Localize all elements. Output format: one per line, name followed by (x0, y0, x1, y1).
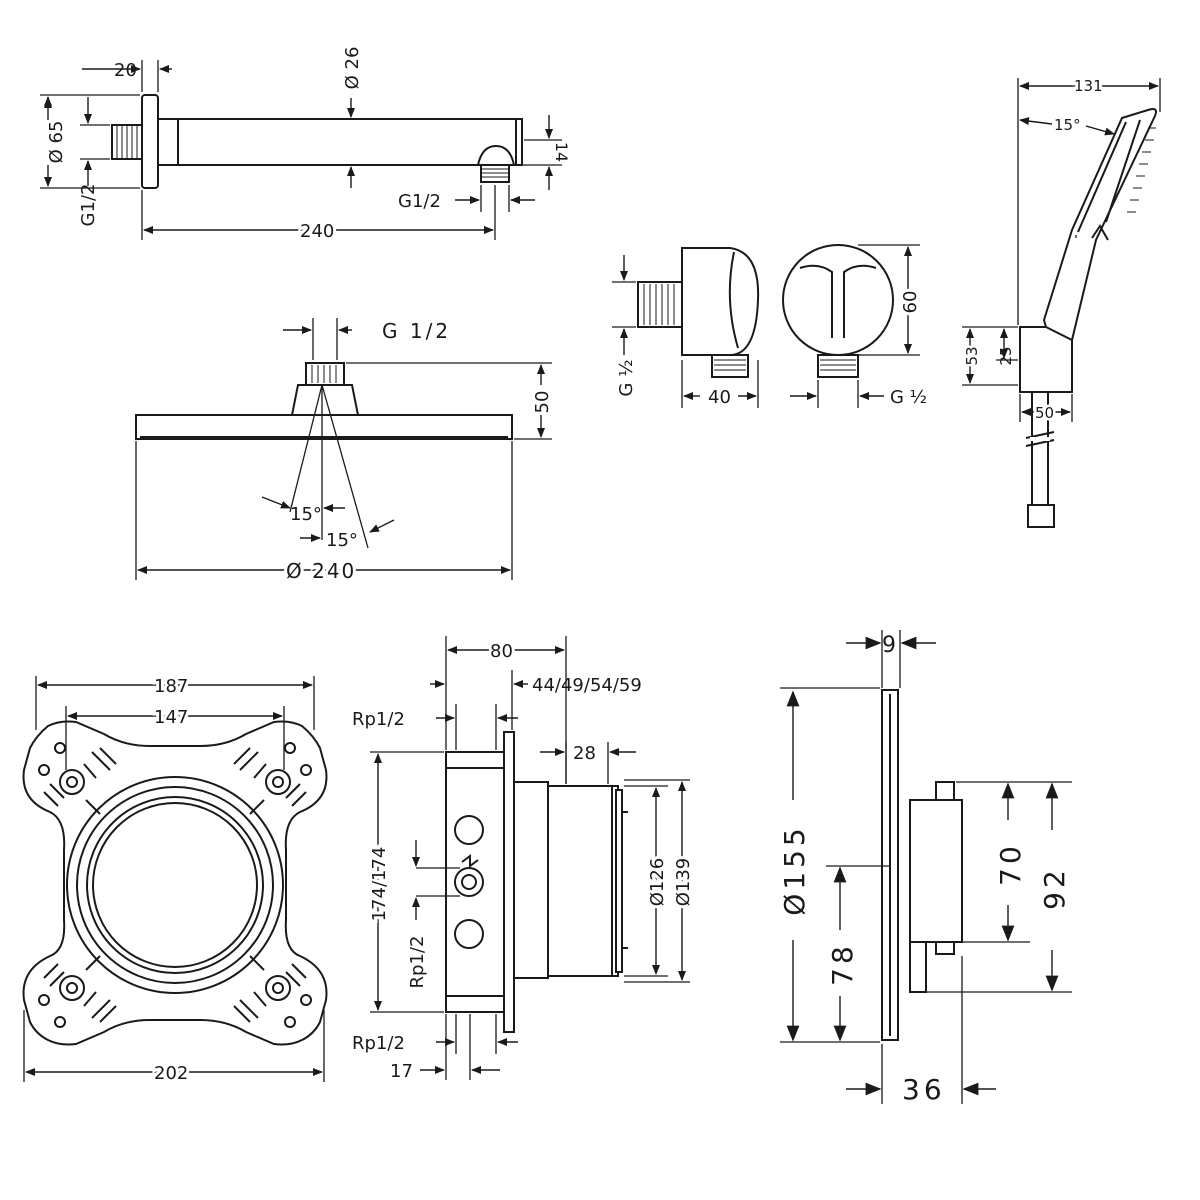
overhead-shower-view: G 1/2 50 15° 15° Ø 240 (135, 318, 553, 586)
wall-outlet-front-thread-label: G ½ (890, 387, 927, 408)
trim-view: 9 Ø155 78 70 92 36 (778, 630, 1072, 1106)
overhead-diameter-label: Ø 240 (286, 559, 356, 583)
wall-outlet-height-label: 60 (900, 291, 921, 314)
trim-half-height-label: 78 (826, 942, 859, 986)
arm-outlet-thread-label: G1/2 (398, 191, 441, 212)
overhead-height-label: 50 (532, 391, 553, 414)
plate-hole-spacing-label: 147 (154, 707, 188, 728)
basic-set-top-connection-label: Rp1/2 (352, 709, 405, 730)
plate-inner-width-label: 187 (154, 676, 188, 697)
basic-set-inner-diameter-label: Ø126 (647, 858, 668, 907)
basic-set-installation-depths-label: 44/49/54/59 (532, 675, 642, 696)
hand-shower-view: 131 15° 53 25 50 (961, 74, 1161, 528)
trim-projection-label: 36 (902, 1073, 946, 1106)
trim-diameter-label: Ø155 (778, 824, 811, 915)
basic-set-bottom-connection-label: Rp1/2 (352, 1033, 405, 1054)
wall-outlet-side-thread-label: G ½ (616, 359, 637, 396)
hand-shower-length-label: 131 (1074, 77, 1103, 95)
shower-arm-view: 20 Ø 65 G1/2 Ø 26 14 G1/2 240 (40, 47, 571, 245)
mounting-plate-view: 187 147 202 (22, 673, 328, 1087)
basic-set-bottom-offset-label: 17 (390, 1061, 413, 1082)
basic-set-height-label: 174/174 (369, 847, 390, 922)
overhead-connection-thread-label: G 1/2 (382, 319, 451, 343)
hand-shower-angle-label: 15° (1054, 116, 1081, 134)
plate-outer-width-label: 202 (154, 1063, 188, 1084)
arm-length-label: 240 (300, 221, 334, 242)
wall-outlet-view: G ½ 40 60 G ½ (612, 244, 927, 408)
overhead-tilt-angle-1-label: 15° (290, 504, 322, 525)
hand-shower-holder-height-label: 53 (963, 346, 981, 365)
basic-set-outer-diameter-label: Ø139 (673, 858, 694, 907)
arm-flange-width-label: 20 (114, 60, 137, 81)
basic-set-view: 80 44/49/54/59 Rp1/2 174/174 Rp1/2 28 Ø1… (352, 636, 697, 1082)
arm-tube-diameter-label: Ø 26 (342, 47, 363, 90)
trim-total-height-label: 92 (1038, 866, 1071, 910)
basic-set-sleeve-length-label: 28 (573, 743, 596, 764)
trim-plate-thickness-label: 9 (882, 633, 898, 658)
arm-flange-diameter-label: Ø 65 (46, 121, 67, 164)
overhead-tilt-angle-2-label: 15° (326, 530, 358, 551)
trim-module-height-label: 70 (994, 842, 1027, 886)
wall-outlet-width-label: 40 (708, 387, 731, 408)
basic-set-side-connection-label: Rp1/2 (407, 936, 428, 989)
hand-shower-holder-offset-label: 25 (997, 346, 1015, 365)
basic-set-depth-label: 80 (490, 641, 513, 662)
arm-outlet-height-label: 14 (552, 142, 571, 162)
hand-shower-holder-width-label: 50 (1035, 404, 1054, 422)
arm-inlet-thread-label: G1/2 (78, 184, 99, 227)
